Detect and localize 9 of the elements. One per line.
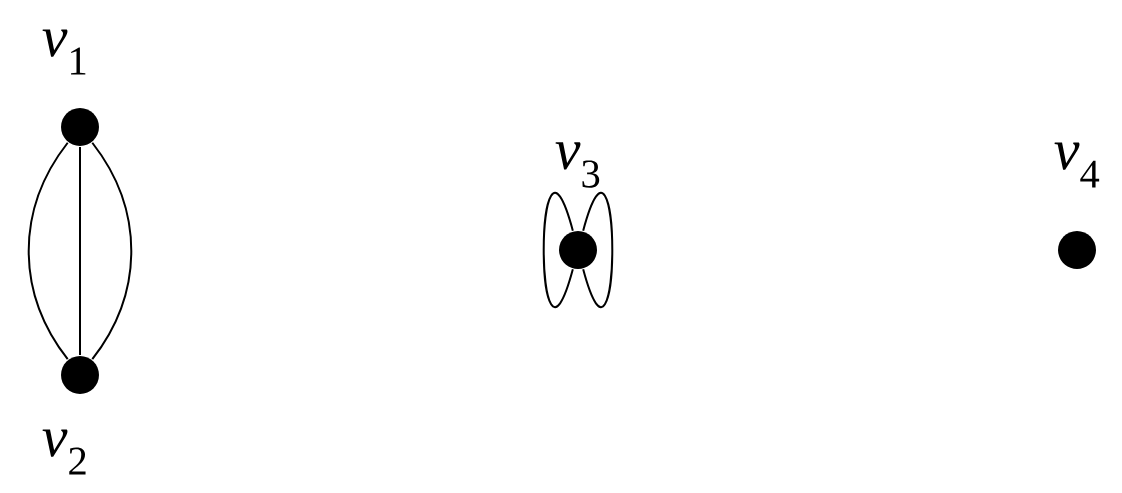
vertex-label: v$_{1}$: [42, 29, 86, 75]
edge-line: [91, 141, 133, 361]
vertex-label: v$_{3}$: [555, 142, 600, 188]
edge-line: [27, 141, 69, 361]
vertex-label: v$_{4}$: [1054, 142, 1100, 188]
edge-line: [582, 192, 614, 308]
edge-line: [79, 146, 81, 356]
edge-line: [542, 192, 574, 308]
vertex-label: v$_{2}$: [42, 429, 86, 475]
